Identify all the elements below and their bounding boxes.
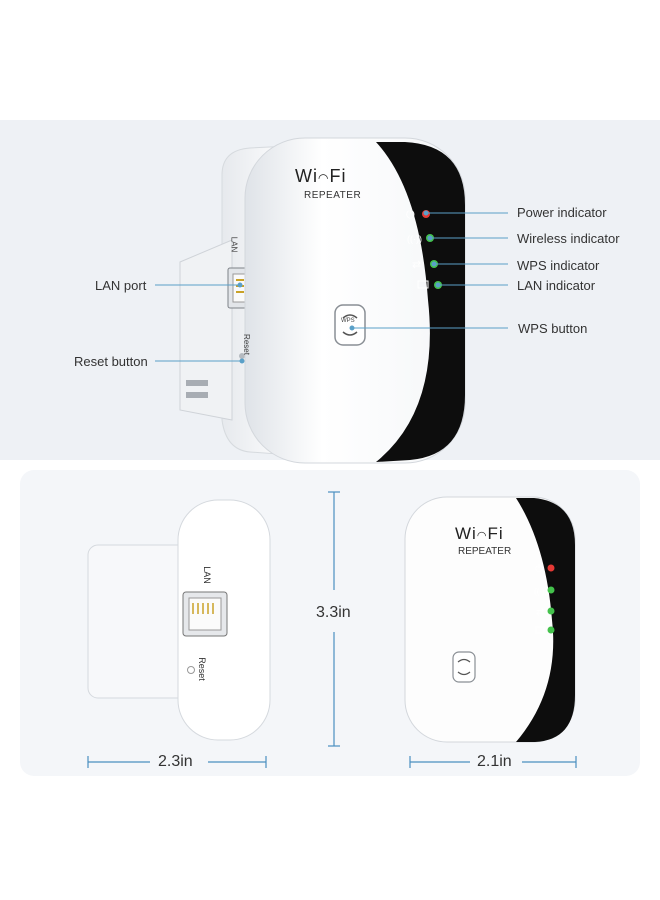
reset-label: Reset (241, 334, 251, 355)
width-dimension: 2.1in (477, 753, 512, 770)
wireless-indicator-label: Wireless indicator (517, 231, 620, 246)
wps-button-icon (334, 304, 366, 346)
brand-wi-text: Wi (295, 166, 318, 186)
reset-hole-icon (239, 353, 245, 359)
svg-text:((·)): ((·)) (534, 587, 548, 596)
model-label: REPEATER (304, 190, 362, 201)
wps-icon: ⇄ (412, 259, 421, 271)
wps-indicator-label: WPS indicator (517, 258, 600, 273)
wifi-signal-icon-small: ◠ (476, 530, 488, 542)
wifi-signal-icon: ◠ (318, 171, 330, 185)
svg-text:⇄: ⇄ (536, 607, 544, 618)
brand-wi-text-small: Wi (455, 524, 477, 543)
power-icon: ⏻ (406, 209, 415, 221)
wifi-logo: Wi◠Fi (295, 166, 346, 187)
callout-lines (155, 210, 508, 364)
brand-fi-text-small: Fi (487, 524, 504, 543)
device-front-body (244, 137, 466, 464)
lan-icon (417, 280, 429, 289)
svg-text:⏻: ⏻ (535, 564, 543, 575)
side-reset-label: Reset (196, 657, 207, 681)
reset-button-label: Reset button (74, 354, 148, 369)
model-label-small: REPEATER (458, 546, 512, 557)
wps-key-text: WPS (341, 318, 355, 324)
wifi-logo-small: Wi◠Fi (455, 524, 504, 544)
depth-dimension: 2.3in (158, 753, 193, 770)
front-view-device: ⏻ ((·)) ⇄ (404, 496, 576, 743)
lan-port-label: LAN port (95, 278, 147, 293)
wps-button-label: WPS button (518, 321, 588, 336)
wireless-icon: ((·)) (407, 234, 422, 244)
power-indicator-label: Power indicator (517, 205, 607, 220)
side-port-label: LAN (201, 566, 212, 584)
lan-indicator-label: LAN indicator (517, 278, 596, 293)
brand-fi-text: Fi (329, 166, 347, 186)
port-label: LAN (229, 236, 239, 253)
side-view-device (87, 499, 271, 741)
dimension-lines (87, 491, 577, 768)
plug-prongs-icon (179, 239, 233, 421)
height-dimension: 3.3in (316, 604, 351, 621)
